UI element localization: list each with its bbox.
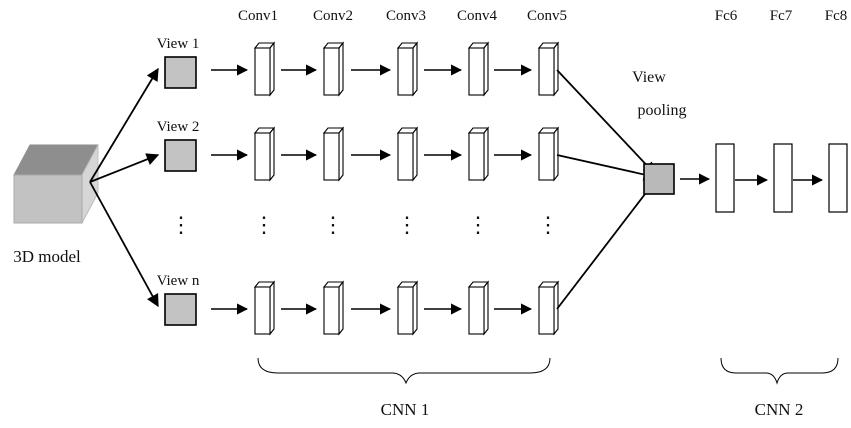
- cnn-row-view-n: [211, 280, 560, 336]
- fc8-block: [828, 143, 848, 213]
- conv-header-2: Conv2: [313, 8, 353, 24]
- ellipsis-view: ⋮: [170, 212, 192, 237]
- cnn1-label: CNN 1: [381, 400, 430, 419]
- view-label-n: View n: [157, 273, 200, 289]
- view-box-1: [164, 56, 197, 89]
- conv-block: [537, 41, 560, 97]
- arrow-model-to-view-2: [89, 153, 160, 183]
- cnn2-brace: [720, 357, 839, 385]
- fc-header-7: Fc7: [770, 8, 793, 24]
- arrow-row2-to-pool: [556, 154, 657, 181]
- view-pooling-label-line2: pooling: [638, 102, 687, 119]
- fc-header-8: Fc8: [825, 8, 848, 24]
- view-box-2: [164, 139, 197, 172]
- fc7-block: [773, 143, 793, 213]
- ellipsis-conv3: ⋮: [396, 212, 418, 237]
- conv-header-3: Conv3: [386, 8, 426, 24]
- cnn-row-view-1: [211, 41, 560, 97]
- conv-block: [396, 280, 419, 336]
- view-label-1: View 1: [157, 36, 200, 52]
- model-label: 3D model: [13, 247, 81, 266]
- conv-block: [537, 280, 560, 336]
- ellipsis-conv5: ⋮: [537, 212, 559, 237]
- fc-header-6: Fc6: [715, 8, 738, 24]
- conv-block: [467, 280, 490, 336]
- conv-header-5: Conv5: [527, 8, 567, 24]
- conv-block: [253, 280, 276, 336]
- conv-block: [322, 41, 345, 97]
- cnn1-brace: [257, 357, 551, 385]
- cnn-row-view-2: [211, 126, 560, 182]
- arrow-model-to-view-n: [89, 181, 159, 308]
- conv-block: [467, 126, 490, 182]
- 3d-model-cube: [13, 144, 99, 224]
- cnn2-label: CNN 2: [755, 400, 804, 419]
- conv-block: [322, 126, 345, 182]
- ellipsis-conv4: ⋮: [467, 212, 489, 237]
- conv-block: [396, 126, 419, 182]
- view-box-n: [164, 293, 197, 326]
- arrow-model-to-view-1: [89, 67, 159, 183]
- ellipsis-conv2: ⋮: [322, 212, 344, 237]
- conv-block: [396, 41, 419, 97]
- arrow-rown-to-pool: [556, 179, 656, 310]
- conv-block: [253, 126, 276, 182]
- view-pooling-label-line1: View: [632, 69, 666, 86]
- view-label-2: View 2: [157, 119, 200, 135]
- conv-block: [467, 41, 490, 97]
- conv-block: [253, 41, 276, 97]
- conv-block: [322, 280, 345, 336]
- arrow-row1-to-pool: [556, 69, 656, 175]
- cube-front-face: [13, 174, 83, 224]
- conv-block: [537, 126, 560, 182]
- fc6-block: [715, 143, 735, 213]
- conv-header-1: Conv1: [238, 8, 278, 24]
- conv-header-4: Conv4: [457, 8, 498, 24]
- view-pooling-box: [643, 163, 675, 195]
- ellipsis-conv1: ⋮: [253, 212, 275, 237]
